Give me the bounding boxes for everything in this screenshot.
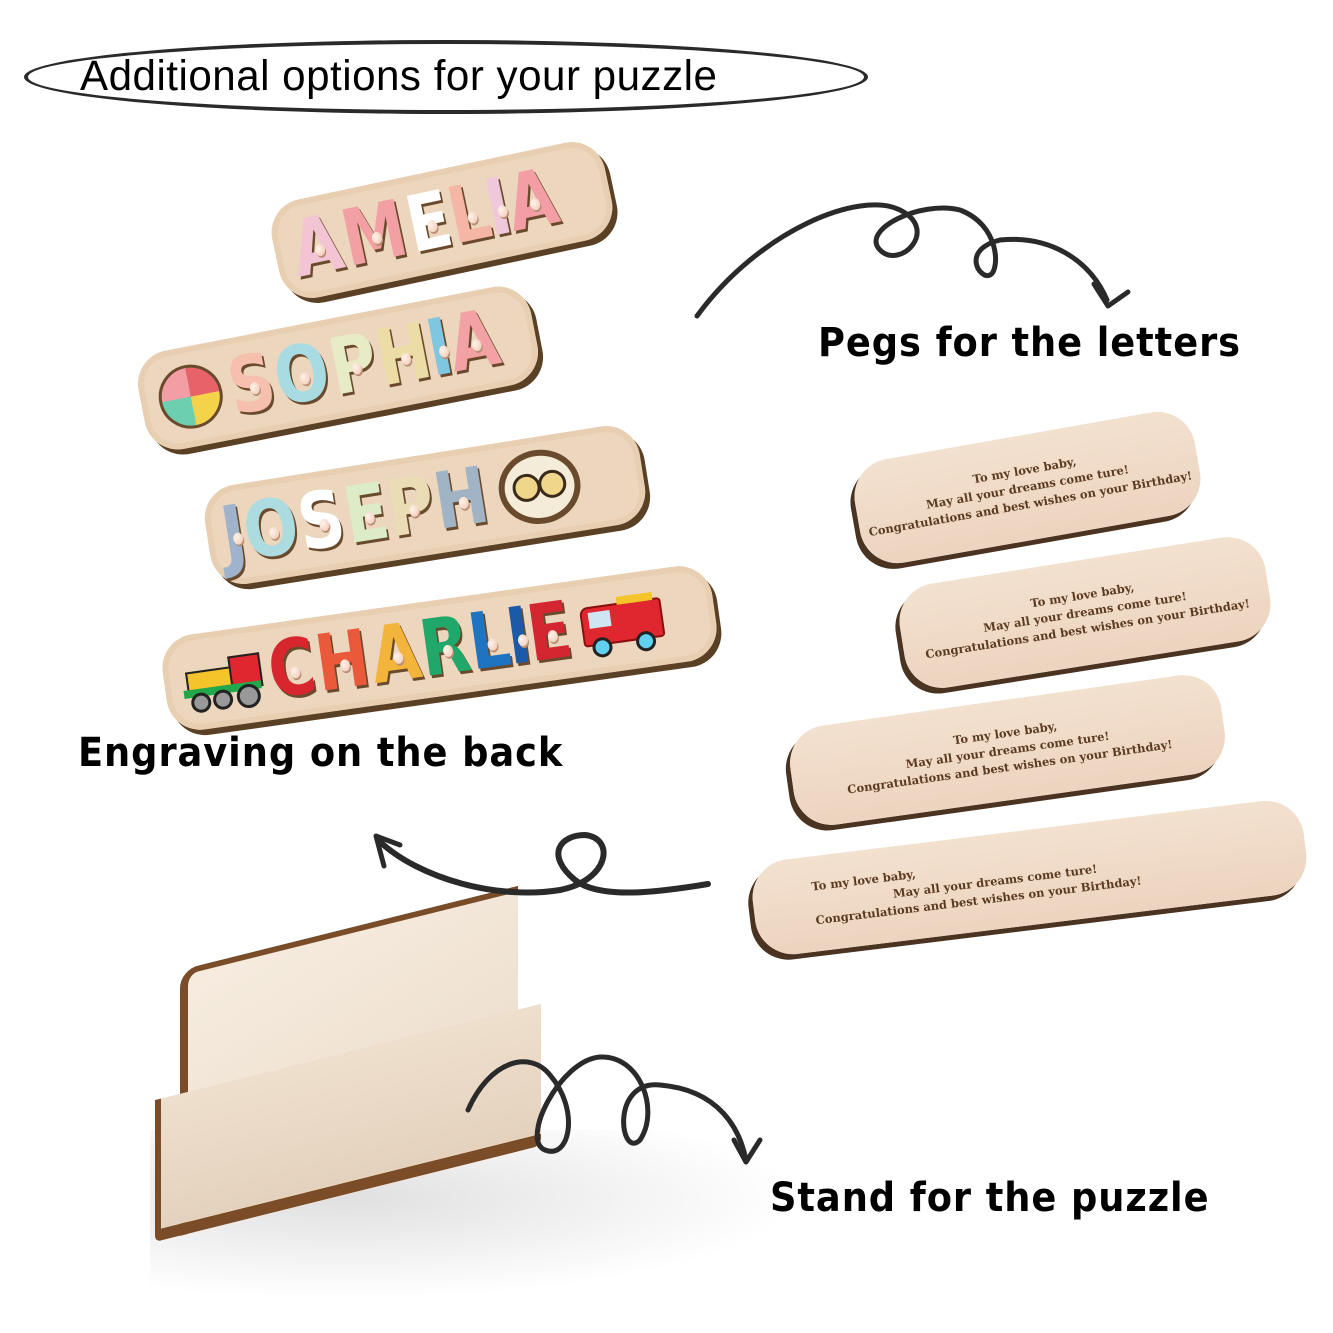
- page-title: Additional options for your puzzle: [80, 52, 718, 100]
- label-stand: Stand for the puzzle: [770, 1175, 1210, 1221]
- header-oval: [24, 40, 868, 114]
- label-pegs: Pegs for the letters: [818, 320, 1241, 366]
- label-engraving: Engraving on the back: [78, 730, 564, 776]
